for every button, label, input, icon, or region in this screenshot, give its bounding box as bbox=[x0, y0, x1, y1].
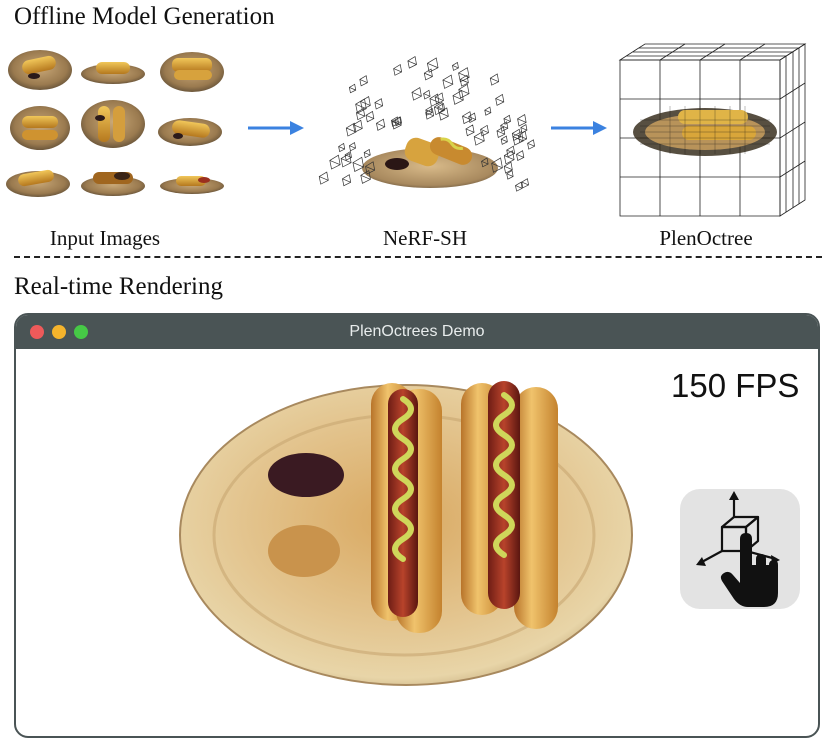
minimize-window-button[interactable] bbox=[52, 325, 66, 339]
thumb-5 bbox=[81, 100, 145, 148]
plenoctree-visual bbox=[610, 40, 815, 220]
fps-counter: 150 FPS bbox=[671, 367, 800, 404]
arrow-right-icon bbox=[551, 120, 607, 136]
thumb-6 bbox=[158, 118, 222, 146]
thumb-7 bbox=[6, 169, 70, 197]
thumb-3 bbox=[160, 52, 224, 92]
thumb-2 bbox=[81, 62, 145, 84]
arrow-right-icon bbox=[248, 120, 304, 136]
section-divider bbox=[14, 256, 822, 258]
thumb-1 bbox=[8, 50, 72, 90]
realtime-section-title: Real-time Rendering bbox=[14, 273, 223, 300]
thumb-8 bbox=[81, 172, 145, 196]
demo-window: PlenOctrees Demo bbox=[14, 313, 820, 738]
window-titlebar[interactable]: PlenOctrees Demo bbox=[16, 315, 818, 349]
3d-cube-hand-icon[interactable] bbox=[680, 489, 800, 609]
input-images-grid bbox=[0, 44, 230, 204]
caption-plenoctree: PlenOctree bbox=[659, 226, 753, 250]
offline-section-title: Offline Model Generation bbox=[14, 3, 275, 30]
caption-input-images: Input Images bbox=[49, 226, 161, 250]
caption-nerf-sh: NeRF-SH bbox=[382, 226, 467, 250]
close-window-button[interactable] bbox=[30, 325, 44, 339]
maximize-window-button[interactable] bbox=[74, 325, 88, 339]
nerf-sh-visual bbox=[305, 40, 550, 220]
render-viewport[interactable] bbox=[176, 365, 646, 695]
window-title: PlenOctrees Demo bbox=[349, 323, 485, 340]
thumb-9 bbox=[160, 176, 224, 194]
thumb-4 bbox=[10, 106, 70, 150]
